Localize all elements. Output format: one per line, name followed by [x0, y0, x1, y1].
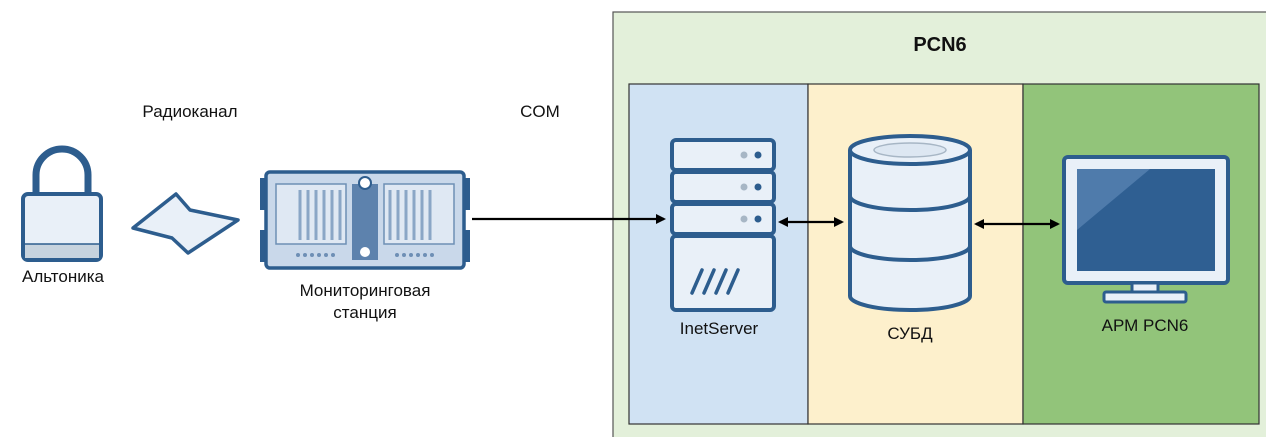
- group-title: PCN6: [913, 34, 967, 56]
- arm-label: АРМ PCN6: [1101, 316, 1189, 335]
- database-icon: [848, 134, 972, 312]
- lock-label: Альтоника: [22, 267, 104, 286]
- radio-link-icon: [131, 192, 240, 255]
- monitor-icon: [1062, 155, 1230, 304]
- server-label: InetServer: [679, 319, 759, 338]
- station-label-line2: станция: [333, 303, 397, 322]
- db-label: СУБД: [887, 324, 933, 343]
- station-label-line1: Мониторинговая: [299, 281, 431, 300]
- lock-icon: [21, 145, 103, 262]
- radio-label: Радиоканал: [142, 102, 238, 121]
- rack-server-icon: [260, 170, 470, 270]
- com-label: COM: [520, 102, 560, 121]
- server-tower-icon: [670, 138, 776, 312]
